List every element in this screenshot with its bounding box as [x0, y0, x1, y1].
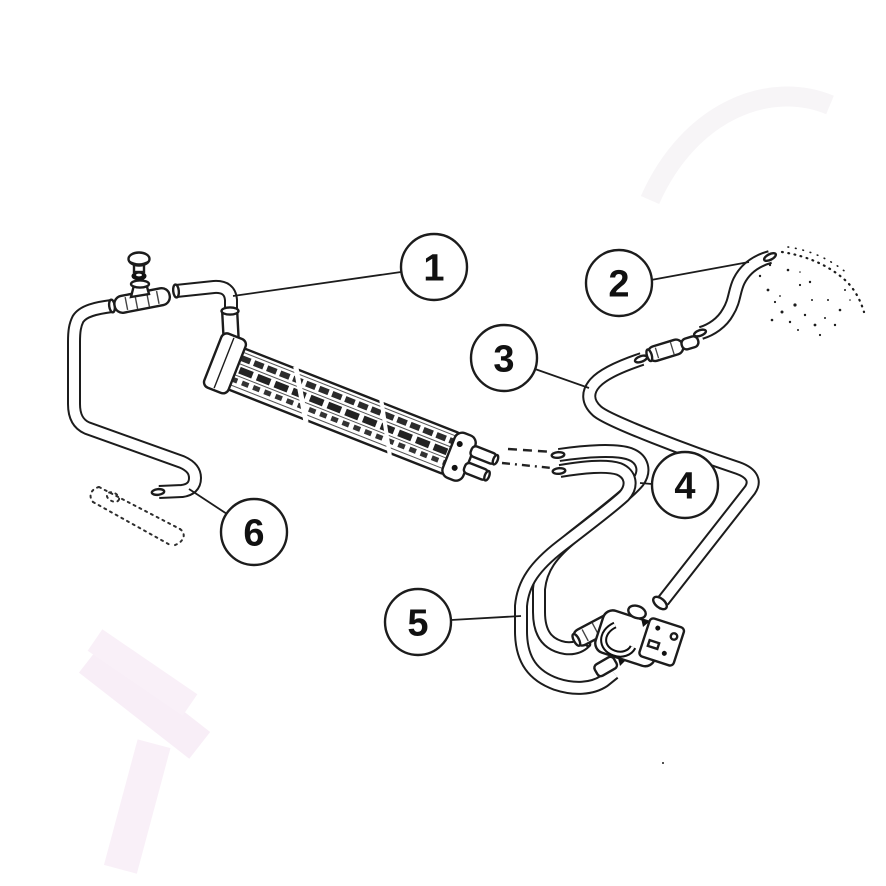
stipple-spray	[662, 246, 866, 764]
hose-2	[692, 252, 778, 338]
callout-2: 2	[584, 248, 750, 318]
left-heater-hose	[74, 298, 195, 495]
callout-circle	[399, 232, 469, 302]
bleed-screw	[127, 251, 151, 274]
watermark	[78, 86, 834, 874]
callouts-layer: 1 2 3 4 5 6	[188, 232, 750, 657]
callout-5: 5	[383, 587, 522, 657]
ghost-hose-outline	[89, 486, 185, 547]
callout-6: 6	[188, 488, 289, 567]
hose-1	[173, 284, 231, 318]
callout-leader-line	[232, 271, 402, 297]
callout-number: 6	[243, 513, 264, 555]
callout-circle	[650, 450, 720, 520]
core-left-tank	[202, 332, 248, 395]
callout-1: 1	[232, 232, 469, 302]
hose-5	[521, 467, 630, 688]
heater-core	[202, 332, 500, 482]
valve-bottom-stub	[593, 655, 619, 678]
callout-leader-line	[650, 261, 750, 281]
callout-circle	[469, 323, 539, 393]
callout-leader-line	[639, 482, 653, 485]
callout-leader-line	[534, 368, 590, 389]
callout-number: 5	[407, 603, 428, 645]
alignment-dashes	[501, 447, 554, 470]
hose-coupler	[645, 335, 700, 363]
bleed-tee-fitting	[113, 251, 172, 314]
water-valve	[571, 595, 686, 678]
callout-number: 1	[423, 248, 444, 290]
valve-mount-plate	[638, 617, 686, 667]
callout-number: 2	[608, 264, 629, 306]
callout-number: 4	[674, 466, 695, 508]
hose-3	[589, 354, 752, 601]
callout-circle	[584, 248, 654, 318]
callout-circle	[219, 497, 289, 567]
core-end-cap	[441, 431, 500, 482]
callout-leader-line	[450, 615, 522, 621]
callout-3: 3	[469, 323, 590, 393]
callout-number: 3	[493, 339, 514, 381]
callout-4: 4	[639, 450, 720, 520]
callout-circle	[383, 587, 453, 657]
callout-leader-line	[188, 488, 228, 515]
